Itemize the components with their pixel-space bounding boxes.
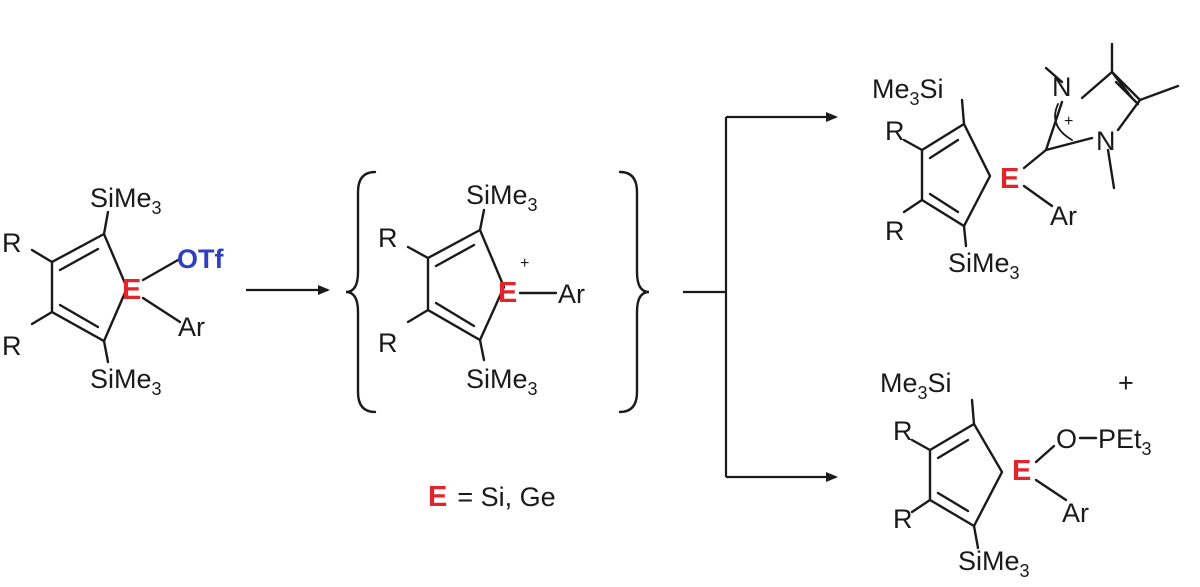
nhc-me3si-label: Me3Si: [872, 74, 944, 109]
po-o-label: O: [1056, 424, 1077, 454]
nhc-charge-label: +: [1064, 113, 1073, 130]
po-r-top-label: R: [893, 416, 913, 446]
cation-ar-label: Ar: [558, 279, 585, 309]
nhc-n-top-label: N: [1052, 72, 1072, 102]
starting-material: SiMe3 R R E OTf Ar SiMe3: [2, 183, 224, 399]
nhc-adduct-product: Me3Si R R E Ar SiMe3 N N +: [872, 42, 1180, 283]
nhc-element-e-label: E: [1000, 163, 1019, 195]
phosphine-oxide-adduct-product: Me3Si R R E O PEt3 + Ar SiMe3: [880, 368, 1152, 581]
r-bottom-label: R: [2, 331, 22, 361]
nhc-n-bottom-label: N: [1096, 126, 1116, 156]
po-me3si-label: Me3Si: [880, 368, 952, 403]
sime3-top-label: SiMe3: [90, 183, 162, 218]
po-charge-label: +: [1118, 368, 1134, 398]
sime3-bottom-label: SiMe3: [90, 364, 162, 399]
element-definition: E= Si, Ge: [428, 481, 556, 513]
cation-intermediate: SiMe3 R R E + Ar SiMe3: [345, 170, 650, 414]
nhc-r-bottom-label: R: [885, 216, 905, 246]
po-element-e-label: E: [1012, 455, 1031, 487]
po-sime3-label: SiMe3: [958, 546, 1030, 581]
cation-r-top-label: R: [378, 223, 398, 253]
otf-label: OTf: [177, 244, 224, 274]
cation-sime3-bottom-label: SiMe3: [466, 364, 538, 399]
po-pet3-label: PEt3: [1098, 424, 1152, 459]
cation-r-bottom-label: R: [378, 328, 398, 358]
po-ar-label: Ar: [1062, 498, 1089, 528]
nhc-r-top-label: R: [885, 116, 905, 146]
left-brace: [345, 170, 377, 414]
element-e-label: E: [122, 274, 141, 306]
cation-element-e-label: E: [498, 277, 517, 309]
right-brace: [618, 170, 650, 414]
ar-label: Ar: [178, 312, 205, 342]
cation-charge-label: +: [520, 255, 529, 272]
r-top-label: R: [2, 228, 22, 258]
nhc-sime3-label: SiMe3: [948, 248, 1020, 283]
branching-arrows: [683, 112, 838, 482]
po-r-bottom-label: R: [893, 504, 913, 534]
cation-sime3-top-label: SiMe3: [466, 180, 538, 215]
nhc-ar-label: Ar: [1050, 201, 1077, 231]
